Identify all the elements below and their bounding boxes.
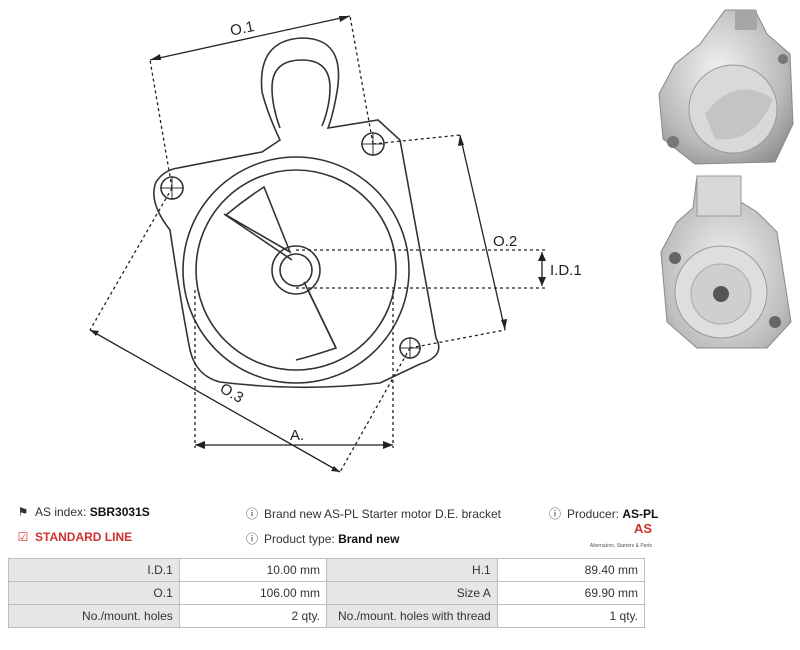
table-row: I.D.1 10.00 mm H.1 89.40 mm <box>8 558 646 582</box>
as-index-label: AS index: <box>35 505 87 519</box>
product-type: ⓘ Product type: Brand new <box>245 530 399 547</box>
description-text: Brand new AS-PL Starter motor D.E. brack… <box>264 506 501 521</box>
spec-label: No./mount. holes with thread <box>325 604 498 628</box>
producer: ⓘ Producer: AS-PL <box>548 505 658 522</box>
inner-ring <box>195 169 397 371</box>
logo-text: AS <box>633 521 652 536</box>
producer-value: AS-PL <box>622 506 659 521</box>
checkbox-icon: ☑ <box>17 530 29 544</box>
bracket-outline <box>153 37 440 389</box>
bracket-photo-rear <box>660 175 792 349</box>
dim-o3-line <box>89 329 341 473</box>
producer-logo: AS Alternators, Starters & Parts <box>586 521 652 553</box>
spec-value: 106.00 mm <box>178 581 327 605</box>
info-icon: ⓘ <box>245 532 258 546</box>
spec-label: H.1 <box>325 558 498 582</box>
spec-label: I.D.1 <box>8 558 180 582</box>
dim-o2-line <box>459 134 506 331</box>
label-o1: O.1 <box>229 18 256 40</box>
dim-o1-line <box>149 15 351 61</box>
producer-label: Producer: <box>567 506 620 521</box>
label-o2: O.2 <box>493 233 517 250</box>
product-type-label: Product type: <box>264 531 335 546</box>
product-type-value: Brand new <box>338 531 400 546</box>
outer-ring <box>182 156 410 384</box>
as-index-value: SBR3031S <box>89 505 150 519</box>
as-index: ⚑ AS index: SBR3031S <box>16 505 150 519</box>
spec-value: 2 qty. <box>178 604 327 628</box>
bracket-photo-front <box>658 9 794 165</box>
tags-icon: ⚑ <box>17 505 29 519</box>
table-row: O.1 106.00 mm Size A 69.90 mm <box>8 581 646 605</box>
info-icon: ⓘ <box>245 507 258 521</box>
label-a: A. <box>290 427 304 444</box>
logo-subtitle: Alternators, Starters & Parts <box>589 543 652 549</box>
spec-label: No./mount. holes <box>8 604 180 628</box>
info-icon: ⓘ <box>548 507 561 521</box>
hub-outer <box>271 245 321 295</box>
standard-line: ☑ STANDARD LINE <box>16 530 133 544</box>
spec-value: 10.00 mm <box>178 558 327 582</box>
technical-drawing: O.1 O.2 I.D.1 O.3 A. <box>89 15 582 473</box>
label-id1: I.D.1 <box>550 262 582 279</box>
standard-line-label: STANDARD LINE <box>35 530 133 544</box>
hub-inner <box>279 253 313 287</box>
spec-label: O.1 <box>8 581 180 605</box>
spec-value: 1 qty. <box>496 604 646 628</box>
spec-value: 69.90 mm <box>496 581 646 605</box>
description: ⓘ Brand new AS-PL Starter motor D.E. bra… <box>245 505 501 522</box>
spec-value: 89.40 mm <box>496 558 646 582</box>
spec-label: Size A <box>325 581 498 605</box>
top-loop <box>271 59 331 129</box>
specs-table: I.D.1 10.00 mm H.1 89.40 mm O.1 106.00 m… <box>8 558 646 628</box>
table-row: No./mount. holes 2 qty. No./mount. holes… <box>8 604 646 628</box>
